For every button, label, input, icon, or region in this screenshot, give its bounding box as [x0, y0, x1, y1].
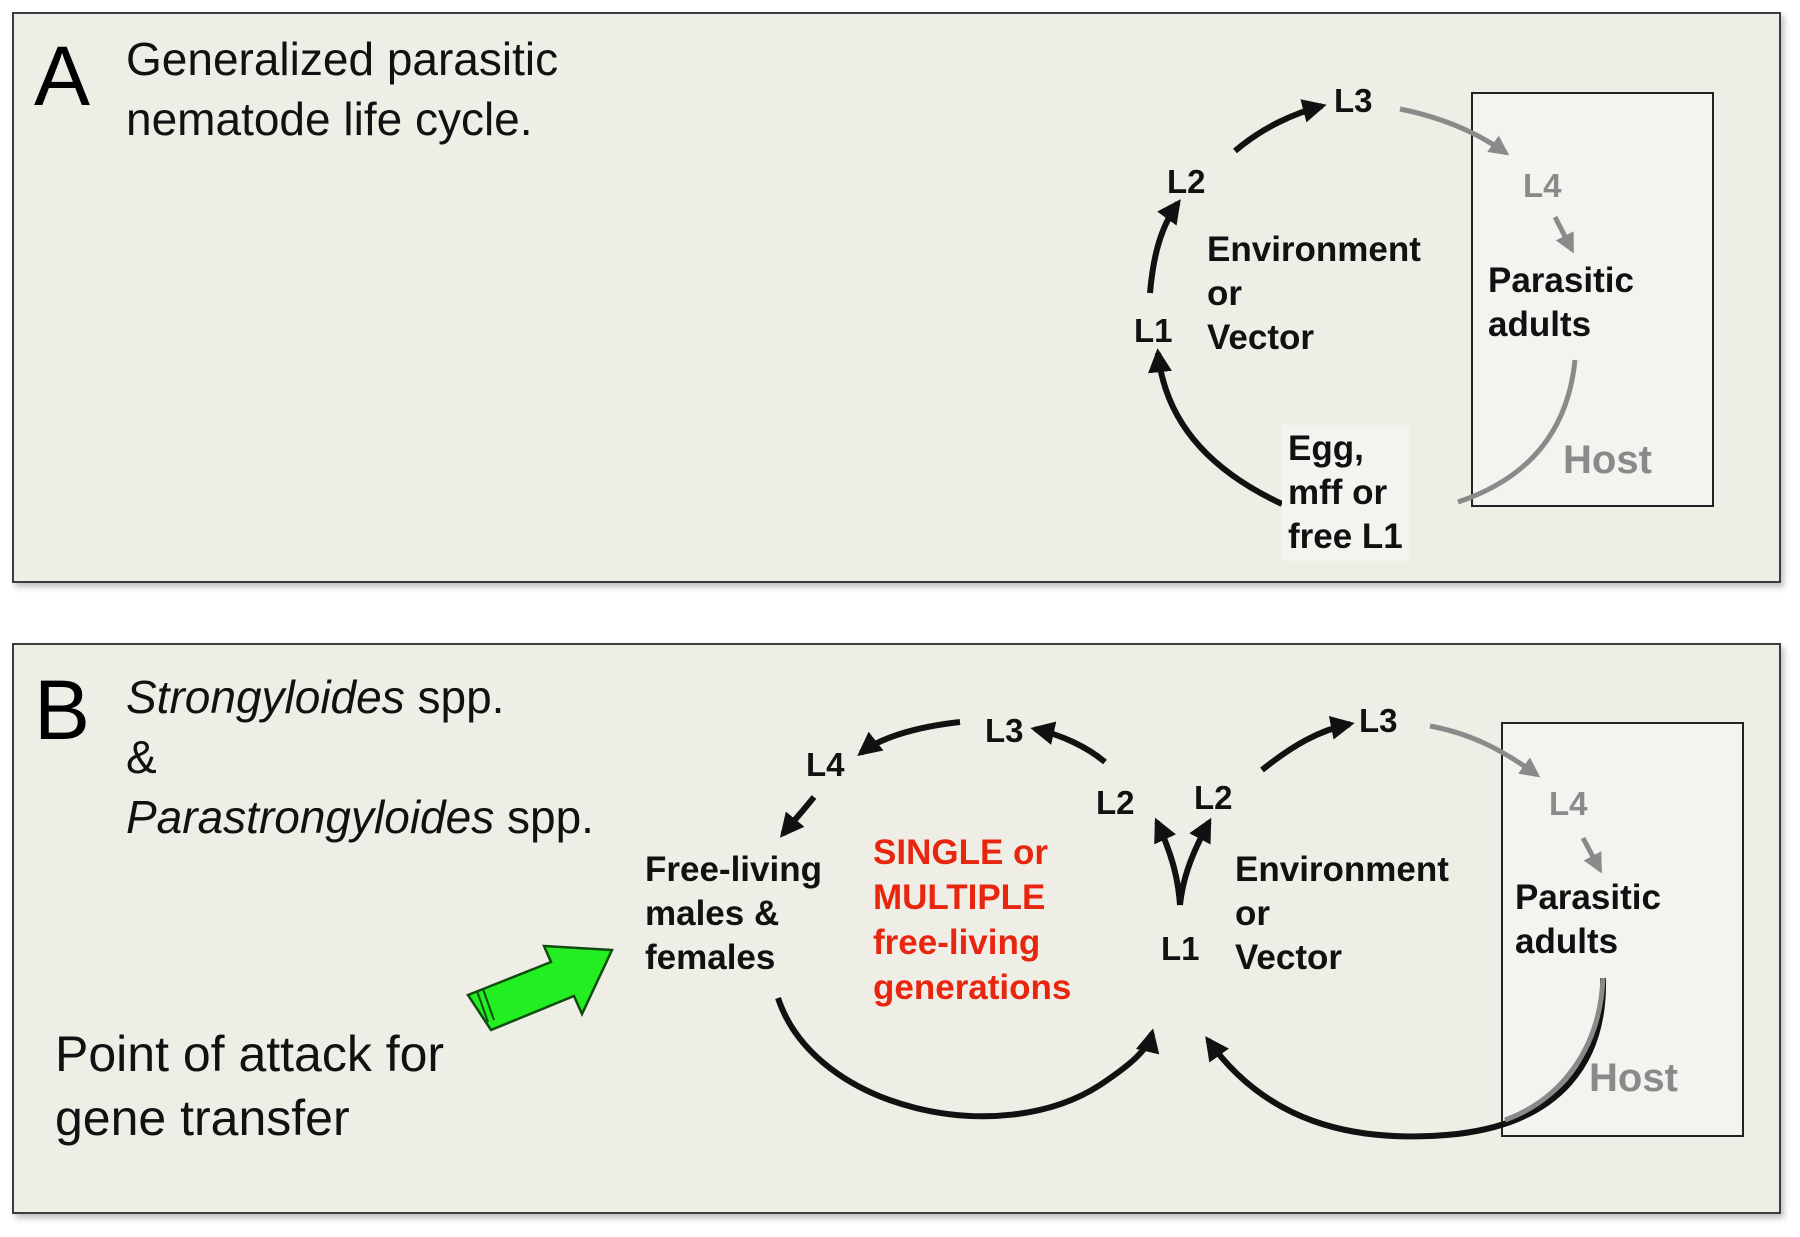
- environment-label-a: Environment or Vector: [1207, 230, 1421, 357]
- parasitic-adults-label-a: Parasitic adults: [1488, 261, 1634, 344]
- arrow-egg-l1-a: [1148, 348, 1284, 507]
- panel-b: [12, 643, 1781, 1214]
- arrow-l4-adults-b: [1580, 836, 1603, 874]
- stage-l4-left-b: L4: [806, 746, 845, 783]
- stage-l3-right-b: L3: [1359, 702, 1398, 739]
- arrow-adults-l1-b: [1205, 977, 1607, 1140]
- free-living-label: Free-living males & females: [645, 850, 822, 977]
- stage-l2-left-b: L2: [1096, 784, 1135, 821]
- arrow-l4-fl-b: [779, 795, 817, 838]
- arrow-l2-l3-right-b: [1260, 716, 1355, 773]
- panel-a-title-line1: Generalized parasitic: [126, 33, 559, 85]
- arrow-l3-l4-left-b: [857, 719, 961, 756]
- generations-label: SINGLE or MULTIPLE free-living generatio…: [873, 833, 1072, 1007]
- stage-l3-a: L3: [1334, 82, 1373, 119]
- host-box-a: [1471, 92, 1714, 507]
- arrow-l3-l4-right-b: [1429, 723, 1541, 778]
- stage-l2-a: L2: [1167, 163, 1206, 200]
- arrow-l2-l3-left-b: [1030, 721, 1107, 765]
- panel-b-title-amp: &: [126, 731, 157, 783]
- arrow-l1-l2-left-b: [1154, 817, 1183, 906]
- panel-a-arrows: [1147, 92, 1714, 507]
- egg-label-a: Egg, mff or free L1: [1282, 425, 1409, 561]
- stage-l1-a: L1: [1134, 312, 1173, 349]
- panel-a-letter: A: [34, 29, 91, 123]
- panel-b-title-line3: Parastrongyloides spp.: [126, 791, 594, 843]
- stage-l1-b: L1: [1161, 930, 1200, 967]
- stage-l3-left-b: L3: [985, 712, 1024, 749]
- arrow-l4-adults-a: [1552, 215, 1575, 254]
- panel-a-title-line2: nematode life cycle.: [126, 93, 533, 145]
- environment-label-b: Environment or Vector: [1235, 850, 1449, 977]
- point-of-attack-label: Point of attack for gene transfer: [55, 1026, 445, 1146]
- host-label-a: Host: [1563, 438, 1652, 482]
- arrow-l3-l4-a: [1399, 106, 1510, 156]
- arrow-adults-l1-gray-b: [1504, 977, 1606, 1123]
- arrow-fl-l1-b: [775, 997, 1160, 1120]
- panel-b-title-line1: Strongyloides spp.: [126, 671, 505, 723]
- stage-l2-right-b: L2: [1194, 779, 1233, 816]
- panel-b-letter: B: [34, 663, 91, 757]
- host-label-b: Host: [1589, 1056, 1678, 1100]
- host-box-b: [1501, 722, 1744, 1137]
- parasitic-adults-label-b: Parasitic adults: [1515, 878, 1661, 961]
- arrow-l1-l2-a: [1147, 199, 1181, 294]
- green-pointer-arrow: [466, 944, 614, 1032]
- stage-l4-a: L4: [1523, 167, 1562, 204]
- stage-l4-right-b: L4: [1549, 785, 1588, 822]
- arrow-adults-egg-a: [1457, 359, 1578, 505]
- panel-b-arrows: [466, 716, 1744, 1140]
- arrow-l1-l2-right-b: [1177, 817, 1212, 906]
- arrow-l2-l3-a: [1233, 99, 1327, 154]
